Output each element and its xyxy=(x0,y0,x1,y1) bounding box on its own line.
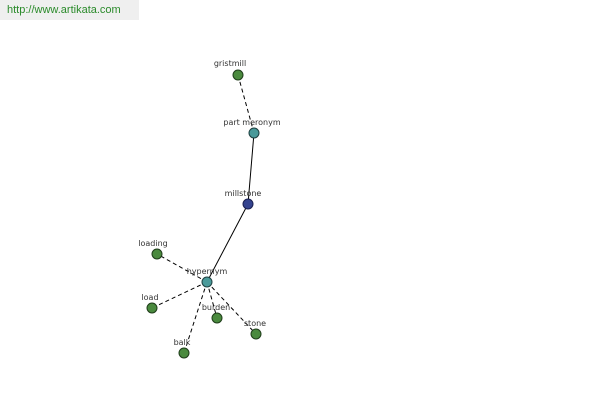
node-balk[interactable]: balk xyxy=(174,338,191,359)
node-label: burden xyxy=(202,303,230,312)
edge-millstone-part-meronym xyxy=(247,132,255,205)
node-load[interactable]: load xyxy=(141,293,159,314)
node-circle xyxy=(250,328,262,340)
node-loading[interactable]: loading xyxy=(138,239,168,260)
edge-hypernym-balk xyxy=(183,281,208,354)
edge-hypernym-load xyxy=(151,281,208,309)
node-circle xyxy=(232,69,244,81)
node-circle xyxy=(211,312,223,324)
node-label: part meronym xyxy=(223,118,280,127)
node-label: stone xyxy=(244,319,266,328)
node-label: balk xyxy=(174,338,191,347)
edge-millstone-hypernym xyxy=(206,203,249,283)
node-millstone[interactable]: millstone xyxy=(225,189,262,210)
node-circle xyxy=(248,127,260,139)
node-label: load xyxy=(141,293,158,302)
edge-part-meronym-gristmill xyxy=(237,74,255,134)
edge-hypernym-stone xyxy=(206,281,257,335)
node-circle xyxy=(201,276,213,288)
edge-hypernym-loading xyxy=(156,253,208,283)
node-hypernym[interactable]: hypernym xyxy=(187,267,228,288)
source-link-bar: http://www.artikata.com xyxy=(0,0,139,20)
node-stone[interactable]: stone xyxy=(244,319,266,340)
node-label: millstone xyxy=(225,189,262,198)
node-circle xyxy=(146,302,158,314)
node-part-meronym[interactable]: part meronym xyxy=(223,118,281,139)
source-link[interactable]: http://www.artikata.com xyxy=(7,4,121,16)
edge-hypernym-burden xyxy=(206,281,218,319)
node-label: loading xyxy=(138,239,167,248)
node-circle xyxy=(151,248,163,260)
node-circle xyxy=(178,347,190,359)
node-circle xyxy=(242,198,254,210)
node-label: gristmill xyxy=(214,59,246,68)
node-label: hypernym xyxy=(187,267,228,276)
node-burden[interactable]: burden xyxy=(202,303,230,324)
node-gristmill[interactable]: gristmill xyxy=(214,59,246,81)
